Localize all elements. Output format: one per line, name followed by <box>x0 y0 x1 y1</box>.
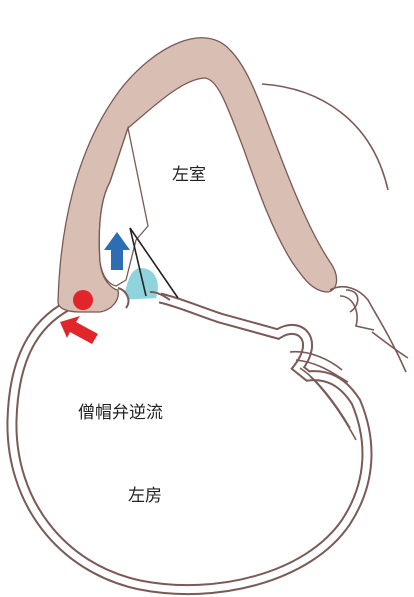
mitral-regurgitation-label: 僧帽弁逆流 <box>78 403 163 423</box>
left-ventricle-label: 左室 <box>172 165 206 185</box>
dot-icon <box>73 290 93 310</box>
left-atrium-label: 左房 <box>128 486 162 506</box>
